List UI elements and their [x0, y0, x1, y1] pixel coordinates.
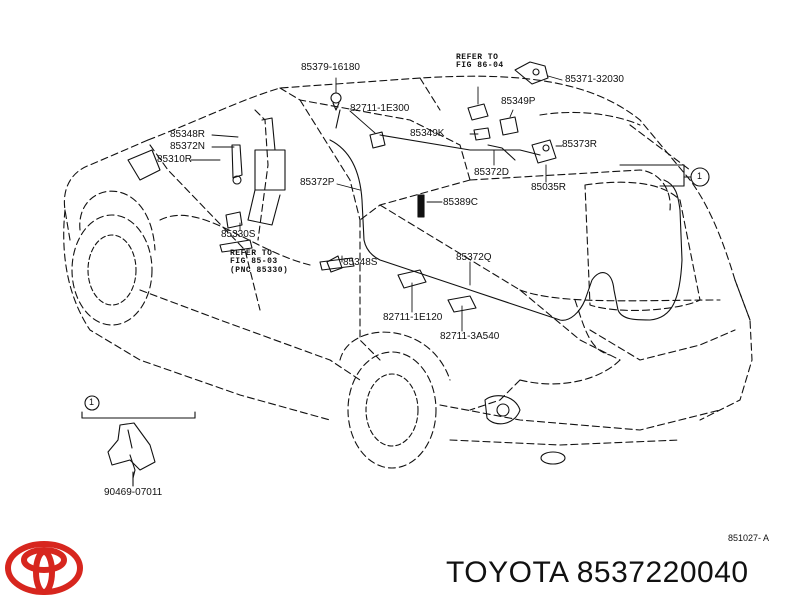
callout-number-detail: 1: [89, 397, 95, 407]
rear-wheel: [347, 351, 437, 469]
label-85371-32030: 85371-32030: [565, 74, 624, 85]
part-85349k: [473, 127, 491, 141]
front-wheel: [71, 214, 153, 326]
part-85373r: [531, 139, 557, 164]
clip-82711-3a540: [447, 295, 477, 313]
label-85372d: 85372D: [474, 167, 510, 178]
label-85348r: 85348R: [170, 129, 206, 140]
washer-hose: [329, 139, 683, 321]
label-85310r: 85310R: [157, 154, 193, 165]
clip-85379: [330, 92, 342, 104]
label-85389c: 85389C: [443, 197, 479, 208]
label-85372q: 85372Q: [456, 252, 492, 263]
label-82711-1e120: 82711-1E120: [383, 312, 443, 323]
label-85379-16180: 85379-16180: [301, 62, 360, 73]
label-85348s: 85348S: [343, 257, 378, 268]
washer-tank: [225, 117, 286, 229]
callout-circle-detail: [84, 395, 100, 411]
refer-part-86-04: [467, 103, 489, 121]
label-90469-07011: 90469-07011: [104, 487, 163, 498]
label-82711-3a540: 82711-3A540: [440, 331, 500, 342]
door-handle-front: [219, 239, 253, 253]
exhaust: [540, 451, 566, 465]
car-body-outline: [63, 75, 753, 446]
clip-85389c: [417, 194, 425, 218]
door-handle-rear: [319, 257, 355, 271]
label-82711-1e300: 82711-1E300: [350, 103, 410, 114]
leader-lines: [190, 75, 563, 332]
side-mirror: [127, 149, 161, 181]
toyota-logo-icon: [5, 541, 83, 595]
label-85349p: 85349P: [501, 96, 536, 107]
tail-light: [484, 395, 521, 425]
callout-number-main: 1: [697, 171, 703, 181]
diagram-id: 851027- A: [728, 533, 770, 543]
part-85372d: [487, 144, 516, 161]
label-85372p: 85372P: [300, 177, 335, 188]
label-85372n: 85372N: [170, 141, 206, 152]
part-85371: [514, 61, 549, 85]
label-85349k: 85349K: [410, 128, 445, 139]
nozzle-85348s: [326, 255, 343, 273]
detail-inset: [81, 395, 196, 487]
label-85373r: 85373R: [562, 139, 598, 150]
label-85035r: 85035R: [531, 182, 567, 193]
brand-part-number: TOYOTA 8537220040: [446, 556, 749, 589]
bracket-90469: [107, 422, 156, 471]
part-85349p: [499, 116, 519, 136]
label-85330s: 85330S: [221, 229, 256, 240]
clip-82711-1e120: [397, 269, 427, 289]
clip-82711-1e300: [369, 131, 386, 149]
callout-bracket: [619, 164, 685, 187]
